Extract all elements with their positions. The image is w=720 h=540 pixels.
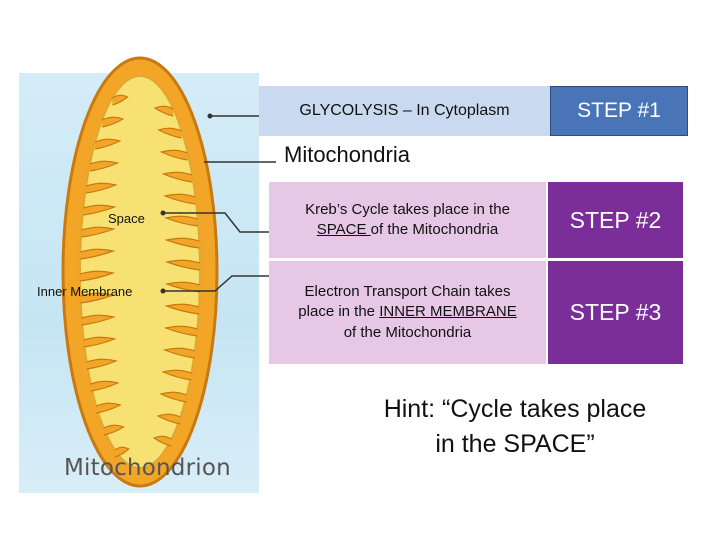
crista-fold-left-16: [114, 446, 130, 458]
crista-fold-right-15: [152, 435, 172, 447]
crista-fold-left-13: [90, 380, 120, 392]
crista-fold-right-6: [164, 237, 200, 249]
crista-fold-left-7: [80, 248, 116, 260]
cristae: [79, 94, 201, 458]
crista-fold-left-2: [94, 138, 122, 150]
crista-fold-right-5: [163, 215, 198, 227]
crista-fold-right-11: [162, 347, 196, 359]
crista-fold-left-4: [85, 182, 118, 194]
crista-fold-right-0: [153, 105, 174, 117]
krebs-space-underlined: SPACE: [316, 221, 371, 238]
glycolysis-cell: GLYCOLYSIS – In Cytoplasm: [259, 86, 550, 136]
step1-cell: STEP #1: [550, 86, 688, 136]
crista-fold-left-6: [81, 226, 116, 238]
etc-line3: of the Mitochondria: [343, 323, 472, 341]
inner-membrane-callout-line: [163, 275, 269, 292]
glycolysis-callout-dot: [207, 113, 213, 119]
crista-fold-right-4: [163, 193, 196, 205]
mitochondria-title: Mitochondria: [284, 142, 410, 167]
krebs-line2-rest: of the Mitochondria: [370, 221, 499, 238]
crista-fold-right-2: [159, 149, 188, 161]
krebs-cycle-cell: Kreb’s Cycle takes place in the SPACE of…: [269, 182, 546, 258]
etc-line1: Electron Transport Chain takes: [304, 283, 511, 301]
step3-cell: STEP #3: [548, 261, 683, 364]
step2-cell: STEP #2: [548, 182, 683, 258]
mitochondrion-caption: Mitochondrion: [64, 455, 231, 481]
crista-fold-right-9: [164, 303, 200, 315]
crista-fold-left-14: [95, 402, 122, 414]
etc-text: Electron Transport Chain takes place in …: [298, 282, 516, 343]
crista-fold-right-13: [159, 391, 187, 403]
crista-fold-left-15: [103, 424, 125, 436]
crista-fold-left-11: [83, 336, 117, 348]
etc-inner-membrane-underlined: INNER MEMBRANE: [379, 303, 517, 321]
crista-fold-right-1: [157, 127, 182, 139]
crista-fold-right-14: [156, 413, 181, 425]
space-callout-line: [163, 212, 269, 233]
crista-fold-left-8: [79, 270, 116, 282]
krebs-cycle-text: Kreb’s Cycle takes place in the SPACE of…: [305, 200, 510, 241]
crista-fold-left-1: [101, 116, 125, 128]
crista-fold-left-10: [81, 314, 116, 326]
crista-fold-right-3: [161, 171, 193, 183]
etc-line2-prefix: place in the: [298, 303, 380, 321]
hint-line2: in the SPACE”: [435, 429, 595, 458]
inner-membrane-label: Inner Membrane: [37, 284, 133, 299]
space-callout-dot: [160, 210, 166, 216]
crista-fold-left-9: [80, 292, 116, 304]
crista-fold-left-0: [112, 94, 129, 106]
space-label: Space: [108, 211, 145, 226]
crista-fold-left-3: [89, 160, 120, 172]
krebs-line1: Kreb’s Cycle takes place in the: [305, 200, 510, 218]
crista-fold-right-10: [163, 325, 198, 337]
hint-line1: Hint: “Cycle takes place: [383, 395, 647, 423]
crista-fold-left-5: [83, 204, 117, 216]
hint-text: Hint: “Cycle takes place in the SPACE”: [340, 392, 690, 461]
crista-fold-right-12: [161, 369, 192, 381]
inner-membrane-callout-dot: [160, 288, 166, 294]
electron-transport-chain-cell: Electron Transport Chain takes place in …: [269, 261, 546, 364]
crista-fold-right-7: [164, 259, 201, 271]
crista-fold-left-12: [86, 358, 118, 370]
